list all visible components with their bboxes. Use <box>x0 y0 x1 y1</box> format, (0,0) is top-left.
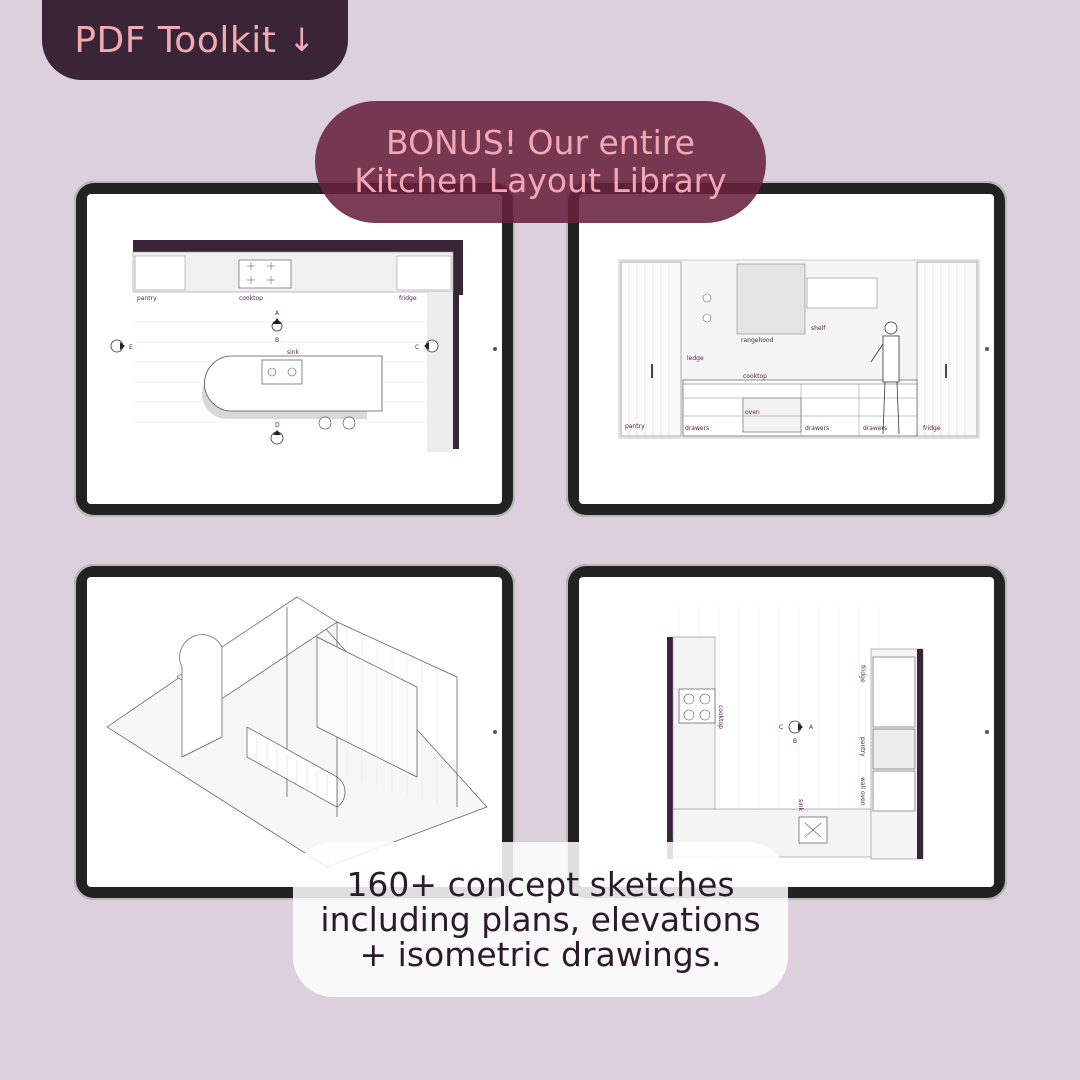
caption-line-2: including plans, elevations <box>320 900 761 939</box>
elev-shelf-label: shelf <box>811 325 826 332</box>
plan1-mark-b: B <box>275 337 279 344</box>
tablet-camera <box>985 730 989 734</box>
tablet-floor-plan-2: cooktop shelf sink fridge pantry wall ov… <box>566 564 1007 900</box>
plan2-fridge-label: fridge <box>859 665 866 683</box>
plan1-mark-c: C <box>415 344 419 351</box>
isometric-screen <box>87 577 502 887</box>
plan1-mark-d: D <box>275 422 280 429</box>
elev-pantry-label: pantry <box>625 423 645 430</box>
elev-drawers-label-1: drawers <box>685 425 709 432</box>
elevation-drawing: rangehood shelf ledge cooktop oven pantr… <box>618 259 980 439</box>
elevation-screen: rangehood shelf ledge cooktop oven pantr… <box>579 194 994 504</box>
elev-oven-label: oven <box>745 409 760 416</box>
caption-card: 160+ concept sketches including plans, e… <box>293 842 788 997</box>
badge-label: PDF Toolkit <box>74 19 277 61</box>
plan2-mark-a: A <box>809 724 814 731</box>
plan1-pantry-label: pantry <box>137 295 157 302</box>
tablet-elevation: rangehood shelf ledge cooktop oven pantr… <box>566 181 1007 517</box>
isometric-drawing <box>106 596 488 868</box>
plan2-wall-oven-label: wall oven <box>859 777 866 806</box>
plan1-sink-label: sink <box>287 349 300 356</box>
pdf-toolkit-badge[interactable]: PDF Toolkit ↓ <box>42 0 348 80</box>
plan1-mark-a: A <box>275 310 280 317</box>
plan1-mark-e: E <box>129 344 133 351</box>
plan1-cooktop-label: cooktop <box>239 295 263 302</box>
bonus-banner: BONUS! Our entire Kitchen Layout Library <box>315 101 766 223</box>
elev-fridge-label: fridge <box>923 425 941 432</box>
tablet-camera <box>493 730 497 734</box>
caption-line-1: 160+ concept sketches <box>346 865 735 904</box>
arrow-down-icon: ↓ <box>288 21 316 59</box>
tablet-floor-plan: pantry cooktop fridge sink A B E <box>74 181 515 517</box>
tablet-camera <box>493 347 497 351</box>
plan2-sink-label: sink <box>797 799 804 812</box>
tablet-camera <box>985 347 989 351</box>
plan1-fridge-label: fridge <box>399 295 417 302</box>
elev-drawers-label-2: drawers <box>805 425 829 432</box>
floor-plan-drawing: pantry cooktop fridge sink A B E <box>110 240 463 452</box>
elev-rangehood-label: rangehood <box>741 337 774 344</box>
caption-line-3: + isometric drawings. <box>359 935 722 974</box>
plan2-mark-b: B <box>793 738 797 745</box>
elev-drawers-label-3: drawers <box>863 425 887 432</box>
plan2-pantry-label: pantry <box>859 737 866 757</box>
elev-ledge-label: ledge <box>687 355 704 362</box>
bonus-line-1: BONUS! Our entire <box>386 123 695 162</box>
plan2-mark-c: C <box>779 724 783 731</box>
bonus-line-2: Kitchen Layout Library <box>354 161 727 200</box>
floor-plan-screen: pantry cooktop fridge sink A B E <box>87 194 502 504</box>
elev-cooktop-label: cooktop <box>743 373 767 380</box>
floor-plan-2-drawing: cooktop shelf sink fridge pantry wall ov… <box>667 607 924 860</box>
plan2-cooktop-label: cooktop <box>717 705 724 729</box>
floor-plan-2-screen: cooktop shelf sink fridge pantry wall ov… <box>579 577 994 887</box>
person-figure-icon <box>870 321 900 435</box>
